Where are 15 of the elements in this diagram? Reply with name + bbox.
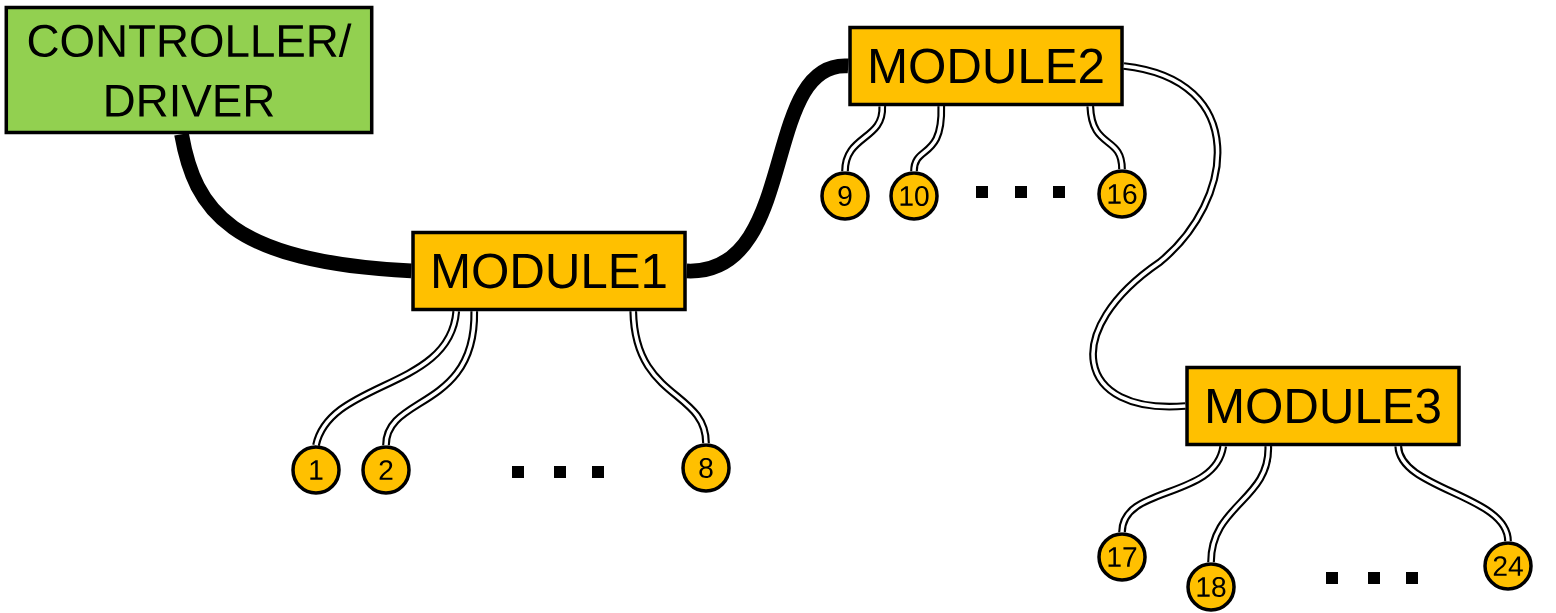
- module-box: MODULE3: [1185, 365, 1461, 447]
- cable: [1394, 445, 1512, 542]
- cable: [841, 106, 887, 172]
- module-box: MODULE2: [848, 25, 1124, 107]
- cable: [910, 106, 946, 172]
- cable: [1086, 105, 1126, 170]
- cable: [1118, 445, 1227, 533]
- cable: [312, 310, 461, 447]
- cable: [174, 132, 412, 279]
- cable: [1207, 446, 1273, 563]
- module-box: MODULE1: [411, 230, 687, 312]
- cable: [1089, 62, 1222, 411]
- cable: [629, 310, 710, 444]
- cable: [382, 311, 479, 446]
- controller-box: CONTROLLER/ DRIVER: [4, 5, 374, 135]
